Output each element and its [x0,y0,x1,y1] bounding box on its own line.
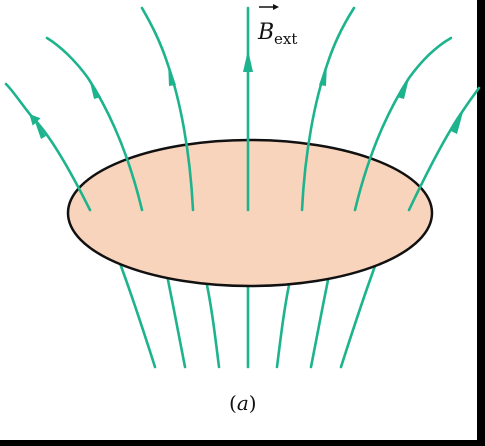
field-label-symbol: B [257,20,274,45]
vector-arrow-icon [273,4,279,10]
arrowhead-icon [243,50,253,72]
figure-caption: (a) [229,391,257,415]
field-line-upper-7 [407,86,481,212]
field-label: B ext [257,4,297,48]
arrowhead-icon [168,62,176,86]
arrowhead-icon [34,119,46,139]
field-line-upper-1 [4,82,92,212]
arrowhead-icon [451,112,463,134]
field-line-lower-5 [275,283,291,369]
field-line-lower-3 [205,283,221,369]
field-line-lower-1 [116,256,157,369]
field-label-subscript: ext [274,30,297,48]
caption-open: ( [229,391,237,415]
arrowhead-icon [397,78,409,99]
disk-ellipse [66,138,434,288]
arrowhead-icon [89,78,101,99]
caption-letter: a [237,391,249,415]
arrowhead-icon [319,62,327,86]
field-arrowheads [34,50,463,139]
field-line-lower-7 [339,256,380,369]
caption-close: ) [249,391,257,415]
